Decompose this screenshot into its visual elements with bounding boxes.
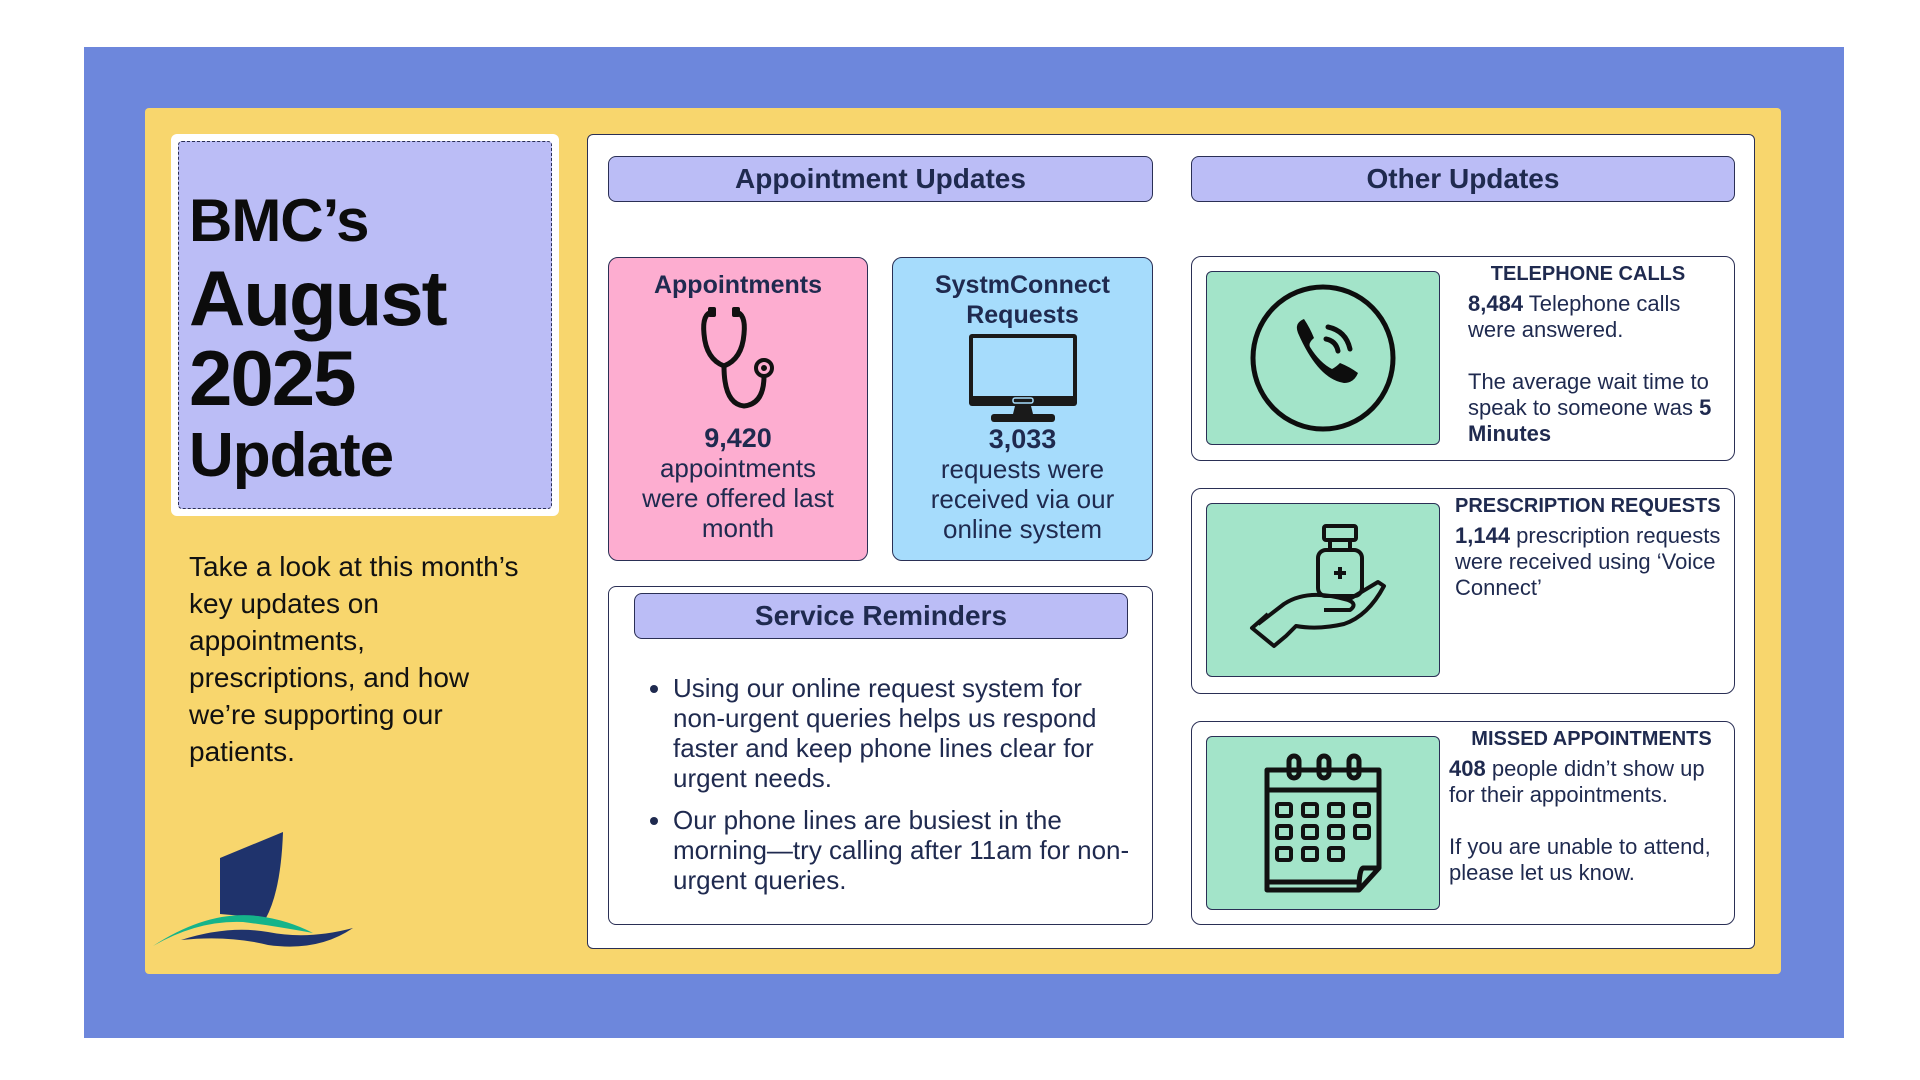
title-line: August	[189, 254, 448, 342]
service-reminders-header: Service Reminders	[634, 593, 1128, 639]
title-line: BMC’s	[189, 187, 369, 254]
title-line: 2025	[189, 334, 357, 422]
appointment-updates-header: Appointment Updates	[608, 156, 1153, 202]
telephone-text: 8,484 Telephone calls were answered.	[1468, 291, 1728, 343]
systmconnect-title: SystmConnect Requests	[934, 271, 1111, 329]
telephone-number: 8,484	[1468, 291, 1524, 316]
prescriptions-text: 1,144 prescription requests were receive…	[1455, 523, 1730, 601]
missed-text: 408 people didn’t show up for their appo…	[1449, 756, 1734, 808]
missed-title: MISSED APPOINTMENTS	[1471, 728, 1712, 750]
phone-icon	[1250, 284, 1396, 432]
monitor-icon	[968, 334, 1077, 422]
missed-appointments-card: MISSED APPOINTMENTS 408 people didn’t sh…	[1191, 721, 1735, 925]
telephone-image	[1206, 271, 1440, 445]
prescriptions-number: 1,144	[1455, 523, 1511, 548]
reminder-item: Using our online request system for non-…	[673, 673, 1137, 793]
telephone-wait: The average wait time to speak to someon…	[1468, 369, 1728, 447]
wait-time: 5 Minutes	[1468, 395, 1712, 446]
appointments-title: Appointments	[653, 271, 823, 299]
other-updates-header: Other Updates	[1191, 156, 1735, 202]
title-line: Update	[189, 421, 394, 490]
intro-text: Take a look at this month’s key updates …	[189, 551, 519, 767]
boat-logo-icon	[153, 832, 353, 947]
service-reminders-card: Service Reminders Using our online reque…	[608, 586, 1153, 925]
telephone-text1: Telephone calls were answered.	[1468, 291, 1681, 342]
telephone-text2: The average wait time to speak to someon…	[1468, 369, 1709, 420]
missed-number: 408	[1449, 756, 1486, 781]
telephone-card: TELEPHONE CALLS 8,484 Telephone calls we…	[1191, 256, 1735, 461]
reminder-item: Our phone lines are busiest in the morni…	[673, 805, 1137, 895]
calendar-icon	[1264, 753, 1382, 893]
stethoscope-icon	[701, 307, 774, 409]
prescriptions-text1: prescription requests were received usin…	[1455, 523, 1721, 600]
prescriptions-card: PRESCRIPTION REQUESTS 1,144 prescription…	[1191, 488, 1735, 694]
telephone-title: TELEPHONE CALLS	[1490, 263, 1686, 285]
prescriptions-title: PRESCRIPTION REQUESTS	[1455, 495, 1721, 517]
missed-text1: people didn’t show up for their appointm…	[1449, 756, 1705, 807]
medicine-hand-icon	[1250, 524, 1386, 648]
systmconnect-card: SystmConnect Requests 3,033 requests wer…	[892, 257, 1153, 561]
missed-image	[1206, 736, 1440, 910]
appointments-card: Appointments 9,420 appointments were off…	[608, 257, 868, 561]
title-card: BMC’s August 2025 Update	[171, 134, 559, 516]
appointments-desc: appointments were offered last month	[642, 453, 834, 543]
title-inner: BMC’s August 2025 Update	[178, 141, 552, 509]
appointments-number: 9,420	[704, 423, 772, 453]
systmconnect-desc: requests were received via our online sy…	[930, 454, 1115, 544]
prescriptions-image	[1206, 503, 1440, 677]
missed-text2: If you are unable to attend, please let …	[1449, 834, 1711, 885]
systmconnect-number: 3,033	[988, 424, 1057, 454]
reminders-list: Using our online request system for non-…	[647, 673, 1137, 907]
